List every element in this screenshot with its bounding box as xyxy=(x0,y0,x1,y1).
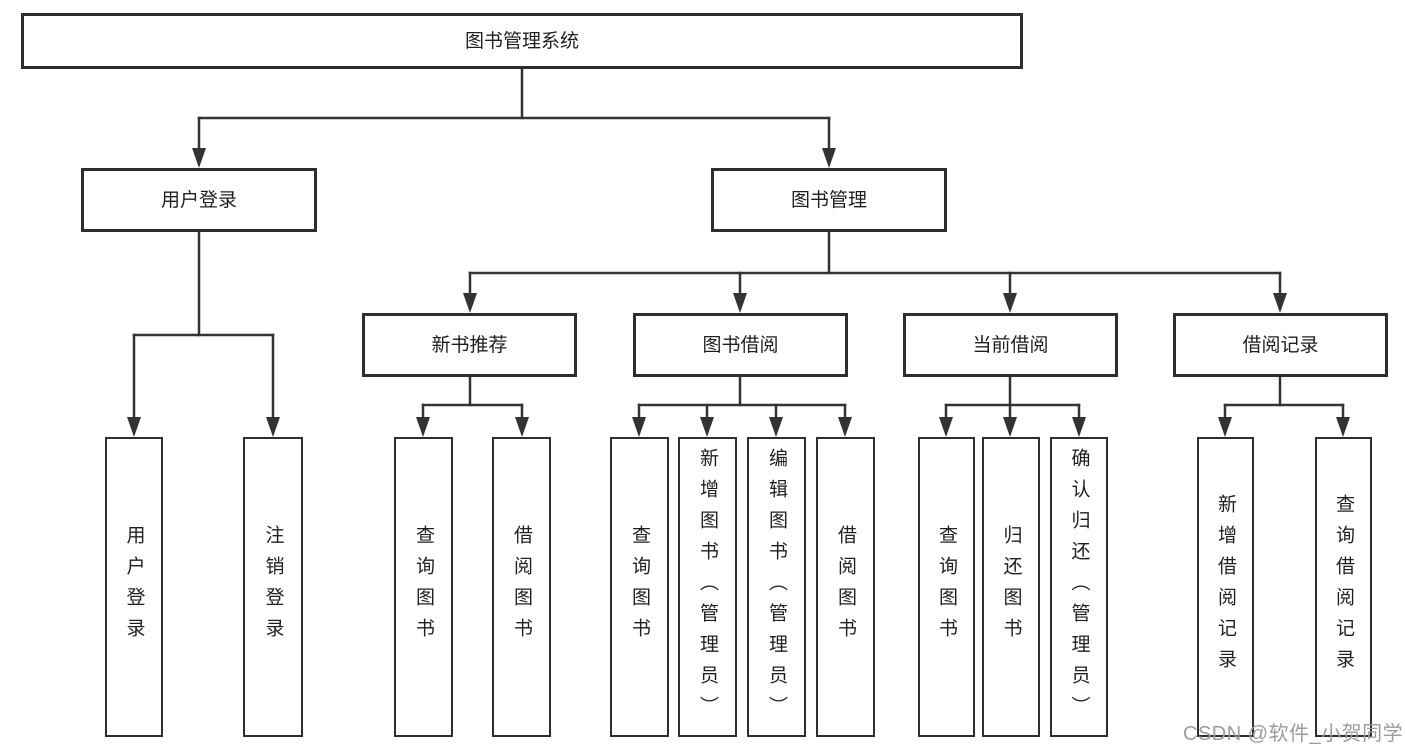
node-book-management: 图书管理 xyxy=(711,168,947,232)
leaf-borrow-books-label: 借阅图书 xyxy=(835,525,856,649)
node-book-borrow: 图书借阅 xyxy=(633,313,848,377)
leaf-borrow-books-recommend-label: 借阅图书 xyxy=(511,525,532,649)
leaf-user-login-label: 用户登录 xyxy=(123,525,145,649)
leaf-query-books-borrow: 查询图书 xyxy=(610,437,669,737)
node-new-book-recommend: 新书推荐 xyxy=(362,313,577,377)
node-book-management-label: 图书管理 xyxy=(790,189,867,211)
leaf-query-books-recommend: 查询图书 xyxy=(394,437,453,737)
node-current-borrow-label: 当前借阅 xyxy=(972,334,1049,356)
leaf-return-books-label: 归还图书 xyxy=(1000,525,1022,649)
node-current-borrow: 当前借阅 xyxy=(903,313,1118,377)
leaf-add-borrow-record-label: 新增借阅记录 xyxy=(1215,494,1236,680)
node-root: 图书管理系统 xyxy=(21,13,1023,69)
leaf-logout-label: 注销登录 xyxy=(262,525,284,649)
leaf-user-login: 用户登录 xyxy=(105,437,163,737)
node-borrow-records: 借阅记录 xyxy=(1173,313,1388,377)
leaf-query-borrow-record-label: 查询借阅记录 xyxy=(1333,494,1354,680)
leaf-query-books-current-label: 查询图书 xyxy=(936,525,957,649)
node-user-login-label: 用户登录 xyxy=(160,189,237,211)
leaf-confirm-return-admin-label: 确认归还（管理员） xyxy=(1068,447,1090,727)
csdn-watermark: CSDN @软件_小贺同学 xyxy=(1183,723,1404,745)
leaf-query-books-borrow-label: 查询图书 xyxy=(629,525,650,649)
node-new-book-recommend-label: 新书推荐 xyxy=(431,334,508,356)
node-root-label: 图书管理系统 xyxy=(464,30,579,52)
leaf-add-books-admin-label: 新增图书（管理员） xyxy=(697,447,718,727)
leaf-return-books: 归还图书 xyxy=(982,437,1040,737)
leaf-query-books-recommend-label: 查询图书 xyxy=(413,525,434,649)
leaf-query-borrow-record: 查询借阅记录 xyxy=(1315,437,1372,737)
node-borrow-records-label: 借阅记录 xyxy=(1242,334,1319,356)
leaf-logout: 注销登录 xyxy=(243,437,303,737)
arrowhead-icons xyxy=(127,148,1350,437)
node-book-borrow-label: 图书借阅 xyxy=(702,334,779,356)
leaf-edit-books-admin-label: 编辑图书（管理员） xyxy=(766,447,787,727)
leaf-borrow-books-recommend: 借阅图书 xyxy=(492,437,551,737)
leaf-borrow-books: 借阅图书 xyxy=(816,437,875,737)
leaf-edit-books-admin: 编辑图书（管理员） xyxy=(747,437,806,737)
leaf-add-borrow-record: 新增借阅记录 xyxy=(1197,437,1254,737)
leaf-add-books-admin: 新增图书（管理员） xyxy=(678,437,737,737)
leaf-confirm-return-admin: 确认归还（管理员） xyxy=(1050,437,1108,737)
node-user-login: 用户登录 xyxy=(81,168,317,232)
leaf-query-books-current: 查询图书 xyxy=(918,437,975,737)
